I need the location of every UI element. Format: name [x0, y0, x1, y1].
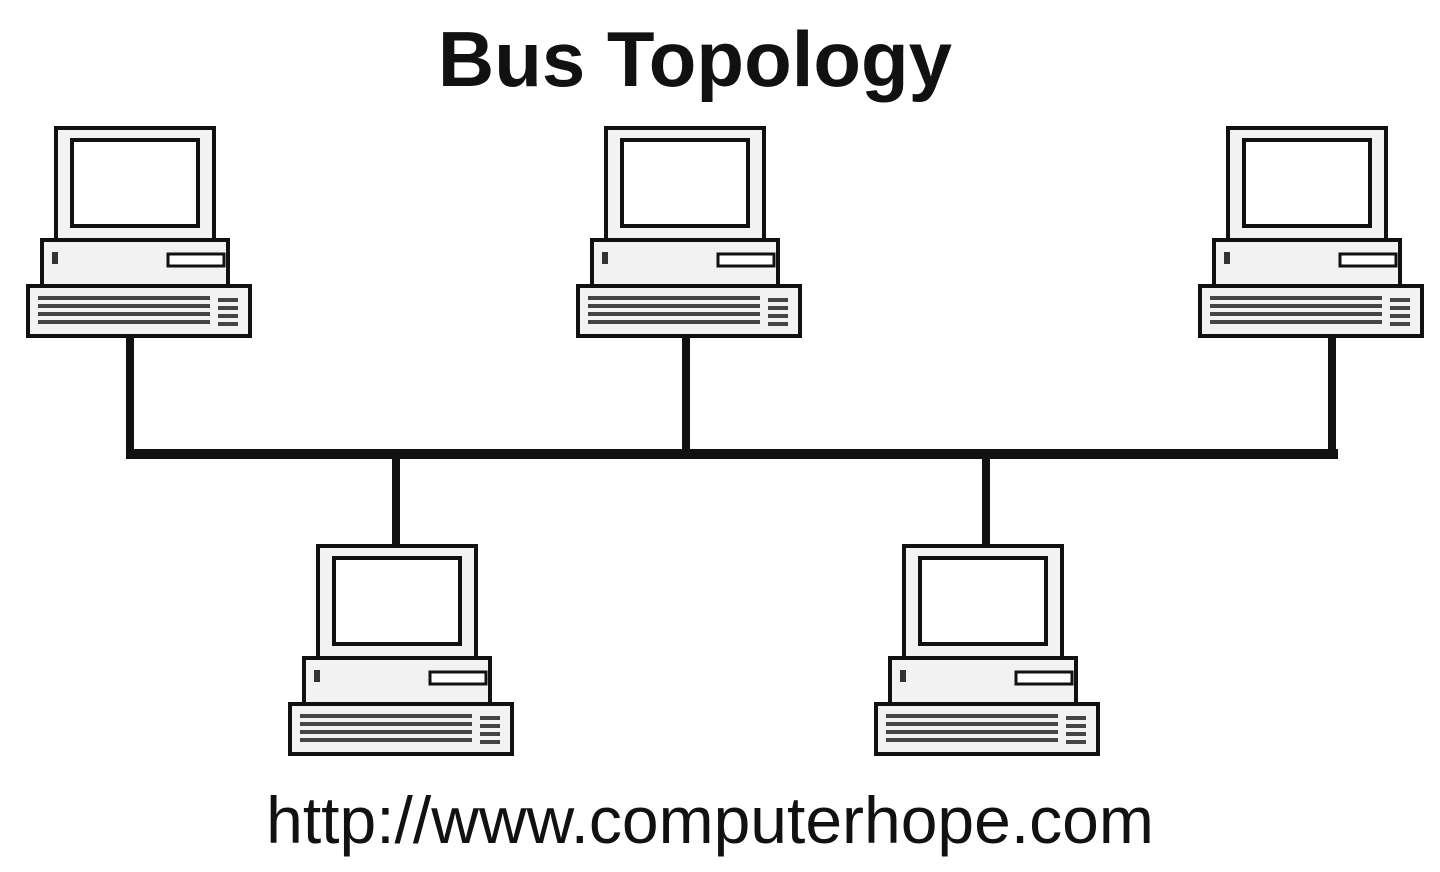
computer-node-top-center	[576, 126, 802, 338]
computer-node-top-left	[26, 126, 252, 338]
computer-node-bottom-left	[288, 544, 514, 756]
source-url-caption: http://www.computerhope.com	[266, 783, 1154, 857]
drop-cables	[126, 338, 1336, 546]
desktop-computer-icon	[576, 126, 802, 338]
computer-node-top-right	[1198, 126, 1424, 338]
diagram-title: Bus Topology	[437, 15, 953, 103]
computer-node-bottom-right	[874, 544, 1100, 756]
desktop-computer-icon	[26, 126, 252, 338]
desktop-computer-icon	[1198, 126, 1424, 338]
desktop-computer-icon	[288, 544, 514, 756]
desktop-computer-icon	[874, 544, 1100, 756]
